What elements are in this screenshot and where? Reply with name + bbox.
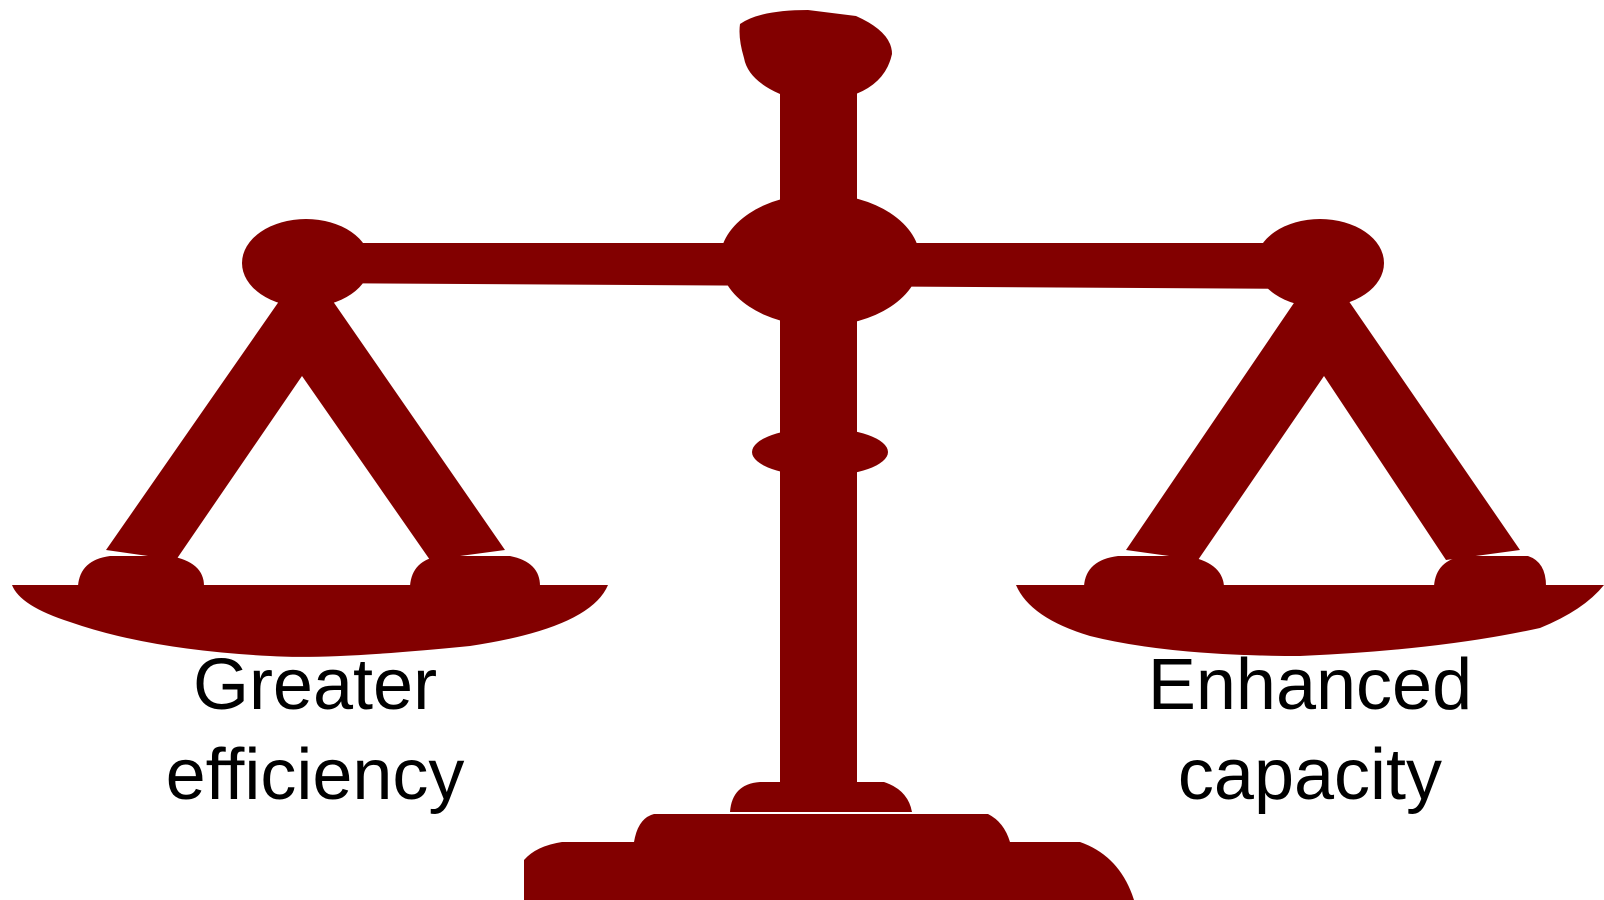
beam-hub (720, 194, 920, 326)
base-tier-3 (524, 842, 1134, 900)
pan-right-foot-1 (1084, 556, 1224, 586)
pan-label-right-line2: capacity (1110, 730, 1510, 820)
base-tier-2 (634, 814, 1010, 842)
hanger-left (106, 297, 505, 560)
pan-label-left: Greater efficiency (115, 640, 515, 820)
pan-left-foot-1 (78, 556, 204, 586)
pan-right-foot-2 (1434, 556, 1546, 586)
pan-left-foot-2 (410, 556, 540, 586)
base-tier-1 (730, 782, 912, 812)
pan-label-left-line2: efficiency (115, 730, 515, 820)
beam-end-left (242, 219, 370, 307)
pan-label-right-line1: Enhanced (1110, 640, 1510, 730)
pillar-collar (752, 428, 888, 476)
hanger-right (1126, 297, 1520, 560)
beam-end-right (1256, 219, 1384, 307)
pan-label-right: Enhanced capacity (1110, 640, 1510, 820)
pan-label-left-line1: Greater (115, 640, 515, 730)
